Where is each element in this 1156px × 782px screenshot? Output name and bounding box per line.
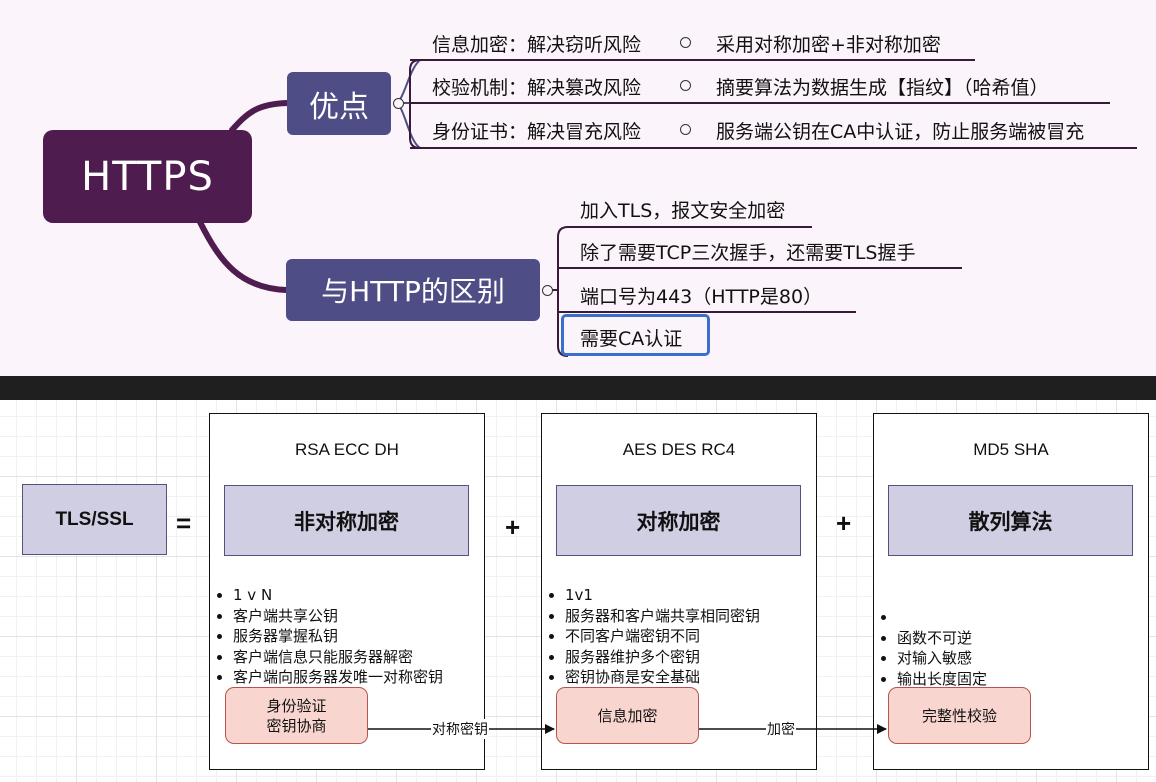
bullet-item: 服务器维护多个密钥 <box>565 647 760 668</box>
equals-sign: = <box>176 508 192 538</box>
leaf-label: 校验机制：解决篡改风险 <box>432 77 642 99</box>
symmetric-algorithms: AES DES RC4 <box>622 440 736 459</box>
bullet-item: 服务器掌握私钥 <box>233 626 443 647</box>
edge-label-symmetric-key: 对称密钥 <box>431 719 489 739</box>
leaf-encryption[interactable]: 信息加密：解决窃听风险 <box>432 30 641 57</box>
branch-node-difference[interactable]: 与HTTP的区别 <box>286 259 540 321</box>
role-box-info-encryption[interactable]: 信息加密 <box>556 687 699 744</box>
tls-ssl-label: TLS/SSL <box>55 508 134 530</box>
root-label: HTTPS <box>81 153 214 200</box>
image-divider <box>0 376 1156 400</box>
leaf-label: 加入TLS，报文安全加密 <box>580 200 786 222</box>
leaf-tls[interactable]: 加入TLS，报文安全加密 <box>580 196 785 223</box>
leaf-port[interactable]: 端口号为443（HTTP是80） <box>580 282 822 309</box>
leaf-ca[interactable]: 需要CA认证 <box>580 324 682 351</box>
symmetric-bullets: 1v1 服务器和客户端共享相同密钥 不同客户端密钥不同 服务器维护多个密钥 密钥… <box>548 585 760 688</box>
asymmetric-header[interactable]: 非对称加密 <box>224 485 469 556</box>
collapse-toggle-advantages[interactable] <box>393 98 404 109</box>
bullet-item: 对输入敏感 <box>897 648 987 669</box>
bullet-item: 函数不可逆 <box>897 628 987 649</box>
connector-root-diff <box>197 219 289 293</box>
leaf-verification-detail[interactable]: 摘要算法为数据生成【指纹】（哈希值） <box>716 73 1049 100</box>
leaf-label: 信息加密：解决窃听风险 <box>432 34 642 56</box>
bullet-item: 客户端信息只能服务器解密 <box>233 647 443 668</box>
plus-sign: + <box>836 508 852 538</box>
collapse-toggle-verification[interactable] <box>680 80 691 91</box>
hash-title: 散列算法 <box>968 509 1053 534</box>
role-box-auth-keyexchange[interactable]: 身份验证 密钥协商 <box>225 687 368 744</box>
leaf-label: 需要CA认证 <box>580 328 683 350</box>
collapse-toggle-certificate[interactable] <box>680 124 691 135</box>
asymmetric-algorithms: RSA ECC DH <box>295 440 399 459</box>
role-line: 身份验证 <box>266 696 327 715</box>
collapse-toggle-encryption[interactable] <box>680 37 691 48</box>
tls-ssl-box[interactable]: TLS/SSL <box>22 484 167 555</box>
bullet-item: 1v1 <box>565 585 760 606</box>
collapse-toggle-difference[interactable] <box>542 285 553 296</box>
bullet-item: 输出长度固定 <box>897 669 987 690</box>
edge-label-encrypt: 加密 <box>766 719 796 739</box>
bullet-item: 服务器和客户端共享相同密钥 <box>565 606 760 627</box>
root-node-https[interactable]: HTTPS <box>43 130 252 223</box>
plus-sign: + <box>505 512 521 542</box>
branch-label: 优点 <box>309 89 369 125</box>
role-line: 完整性校验 <box>921 706 997 725</box>
hash-algorithms: MD5 SHA <box>973 440 1049 459</box>
symmetric-title: 对称加密 <box>636 509 721 534</box>
leaf-label: 除了需要TCP三次握手，还需要TLS握手 <box>580 242 916 264</box>
leaf-encryption-detail[interactable]: 采用对称加密+非对称加密 <box>716 30 941 57</box>
selected-node-outline <box>561 314 710 356</box>
role-box-integrity-check[interactable]: 完整性校验 <box>888 687 1031 744</box>
leaf-label: 摘要算法为数据生成【指纹】（哈希值） <box>716 77 1049 99</box>
asymmetric-title: 非对称加密 <box>294 509 399 534</box>
leaf-handshake[interactable]: 除了需要TCP三次握手，还需要TLS握手 <box>580 238 915 265</box>
symmetric-header[interactable]: 对称加密 <box>556 485 801 556</box>
role-line: 信息加密 <box>597 706 658 725</box>
bullet-item: 不同客户端密钥不同 <box>565 626 760 647</box>
role-line: 密钥协商 <box>266 716 327 735</box>
branch-node-advantages[interactable]: 优点 <box>287 72 391 135</box>
leaf-label: 服务端公钥在CA中认证，防止服务端被冒充 <box>716 121 1085 143</box>
asymmetric-bullets: 1 v N 客户端共享公钥 服务器掌握私钥 客户端信息只能服务器解密 客户端向服… <box>216 585 443 688</box>
bullet-item: 1 v N <box>233 585 443 606</box>
tls-diagram-canvas: TLS/SSL = RSA ECC DH 非对称加密 1 v N 客户端共享公钥… <box>0 400 1156 782</box>
leaf-label: 端口号为443（HTTP是80） <box>580 286 823 308</box>
leaf-verification[interactable]: 校验机制：解决篡改风险 <box>432 73 641 100</box>
leaf-certificate[interactable]: 身份证书：解决冒充风险 <box>432 117 641 144</box>
hash-header[interactable]: 散列算法 <box>888 485 1133 556</box>
mind-map-connectors <box>197 59 1137 357</box>
connector-root-youdian <box>229 100 290 133</box>
https-mind-map: HTTPS 优点 信息加密：解决窃听风险 采用对称加密+非对称加密 校验机制：解… <box>0 0 1156 376</box>
leaf-label: 采用对称加密+非对称加密 <box>716 34 941 56</box>
bullet-item: 客户端向服务器发唯一对称密钥 <box>233 667 443 688</box>
bracket-youdian <box>409 59 421 149</box>
bullet-item: 密钥协商是安全基础 <box>565 667 760 688</box>
leaf-certificate-detail[interactable]: 服务端公钥在CA中认证，防止服务端被冒充 <box>716 117 1084 144</box>
bullet-item: 客户端共享公钥 <box>233 606 443 627</box>
branch-label: 与HTTP的区别 <box>321 275 505 308</box>
leaf-label: 身份证书：解决冒充风险 <box>432 121 642 143</box>
hash-bullets: 函数不可逆 对输入敏感 输出长度固定 <box>880 607 987 689</box>
